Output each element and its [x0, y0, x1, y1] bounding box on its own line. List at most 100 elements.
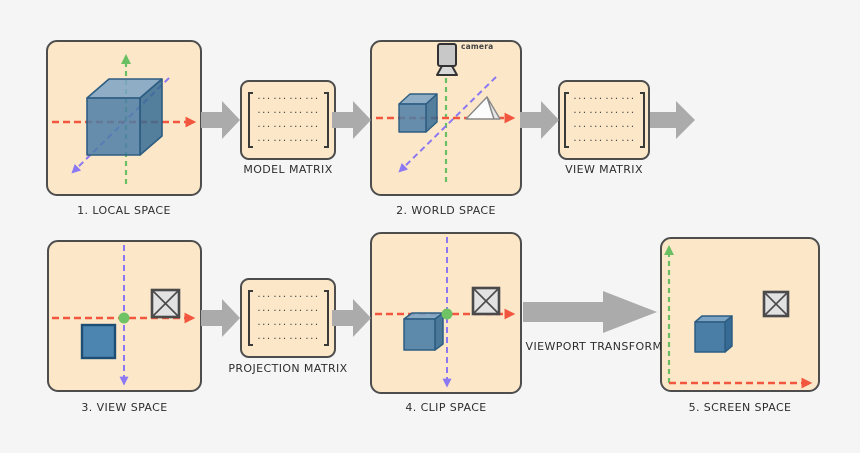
matrix-cell: ··· [288, 122, 304, 131]
label-clip-space: 4. CLIP SPACE [405, 401, 487, 414]
matrix-cell: ··· [304, 292, 320, 301]
cube-3d [86, 78, 163, 156]
matrix-cell: ··· [304, 108, 320, 117]
panel-world-space [370, 40, 522, 196]
matrix-cell: ··· [604, 122, 620, 131]
bracket-right-icon [323, 92, 329, 148]
matrix-cell: ··· [272, 306, 288, 315]
matrix-cell: ··· [304, 94, 320, 103]
matrix-cell: ··· [304, 122, 320, 131]
label-projection-matrix: PROJECTION MATRIX [228, 362, 348, 375]
label-camera: camera [461, 42, 494, 51]
label-view-matrix: VIEW MATRIX [565, 163, 643, 176]
matrix-cell: ··· [288, 320, 304, 329]
label-view-space: 3. VIEW SPACE [81, 401, 168, 414]
bracket-left-icon [563, 92, 569, 148]
panel-screen-space [660, 237, 820, 392]
matrix-cell: ··· [304, 334, 320, 343]
flow-arrow [650, 101, 695, 139]
matrix-cell: ··· [588, 94, 604, 103]
matrix-cell: ··· [256, 122, 272, 131]
matrix-cell: ··· [304, 306, 320, 315]
matrix-cell: ··· [256, 108, 272, 117]
matrix-cell: ··· [256, 136, 272, 145]
view-space-scene [52, 245, 196, 386]
matrix-cell: ··· [620, 136, 636, 145]
cube-3d [403, 312, 444, 351]
crossed-box-object [471, 286, 501, 316]
matrix-grid: ········································… [256, 94, 320, 145]
label-world-space: 2. WORLD SPACE [396, 204, 496, 217]
matrix-cell: ··· [604, 94, 620, 103]
local-space-scene [52, 54, 197, 184]
matrix-cell: ··· [288, 306, 304, 315]
matrix-cell: ··· [304, 320, 320, 329]
matrix-box-projection: ········································… [240, 278, 336, 358]
matrix-cell: ··· [272, 122, 288, 131]
matrix-cell: ··· [604, 136, 620, 145]
bracket-left-icon [247, 92, 253, 148]
cube-3d [694, 315, 733, 353]
world-space-scene [376, 43, 516, 182]
matrix-cell: ··· [620, 108, 636, 117]
cube-3d [398, 93, 438, 133]
matrix-cell: ··· [588, 108, 604, 117]
matrix-cell: ··· [256, 320, 272, 329]
matrix-cell: ··· [572, 122, 588, 131]
flat-square-object [80, 323, 117, 360]
screen-space-scene [664, 245, 813, 389]
viewport-transform-arrow [523, 291, 657, 333]
origin-dot [441, 308, 453, 320]
matrix-cell: ··· [588, 136, 604, 145]
matrix-grid: ········································… [256, 292, 320, 343]
flow-arrow [201, 299, 240, 337]
bracket-right-icon [323, 290, 329, 346]
matrix-cell: ··· [256, 292, 272, 301]
matrix-box-model: ········································… [240, 80, 336, 160]
matrix-cell: ··· [588, 122, 604, 131]
matrix-cell: ··· [272, 108, 288, 117]
matrix-cell: ··· [256, 306, 272, 315]
matrix-cell: ··· [288, 108, 304, 117]
matrix-cell: ··· [572, 108, 588, 117]
crossed-box-object [762, 290, 790, 318]
bracket-right-icon [639, 92, 645, 148]
clip-space-scene [375, 237, 516, 388]
matrix-cell: ··· [288, 334, 304, 343]
label-model-matrix: MODEL MATRIX [243, 163, 333, 176]
panel-view-space [47, 240, 202, 392]
matrix-cell: ··· [272, 136, 288, 145]
panel-local-space [46, 40, 202, 196]
matrix-cell: ··· [620, 122, 636, 131]
matrix-cell: ··· [620, 94, 636, 103]
panel-clip-space [370, 232, 522, 394]
label-screen-space: 5. SCREEN SPACE [688, 401, 792, 414]
matrix-cell: ··· [256, 334, 272, 343]
matrix-cell: ··· [272, 292, 288, 301]
matrix-cell: ··· [256, 94, 272, 103]
crossed-box-object [150, 288, 181, 319]
pyramid [465, 96, 501, 120]
matrix-cell: ··· [272, 334, 288, 343]
matrix-cell: ··· [288, 136, 304, 145]
flow-arrow [332, 101, 371, 139]
matrix-cell: ··· [304, 136, 320, 145]
camera-icon [436, 43, 458, 76]
matrix-box-view: ········································… [558, 80, 650, 160]
bracket-left-icon [247, 290, 253, 346]
flow-arrow [520, 101, 559, 139]
matrix-cell: ··· [288, 94, 304, 103]
flow-arrow [201, 101, 240, 139]
matrix-cell: ··· [272, 94, 288, 103]
matrix-cell: ··· [572, 136, 588, 145]
origin-dot [118, 312, 130, 324]
label-local-space: 1. LOCAL SPACE [77, 204, 171, 217]
flow-arrow [332, 299, 371, 337]
matrix-cell: ··· [272, 320, 288, 329]
matrix-grid: ········································… [572, 94, 636, 145]
z-axis [398, 76, 497, 173]
matrix-cell: ··· [604, 108, 620, 117]
matrix-cell: ··· [572, 94, 588, 103]
matrix-cell: ··· [288, 292, 304, 301]
